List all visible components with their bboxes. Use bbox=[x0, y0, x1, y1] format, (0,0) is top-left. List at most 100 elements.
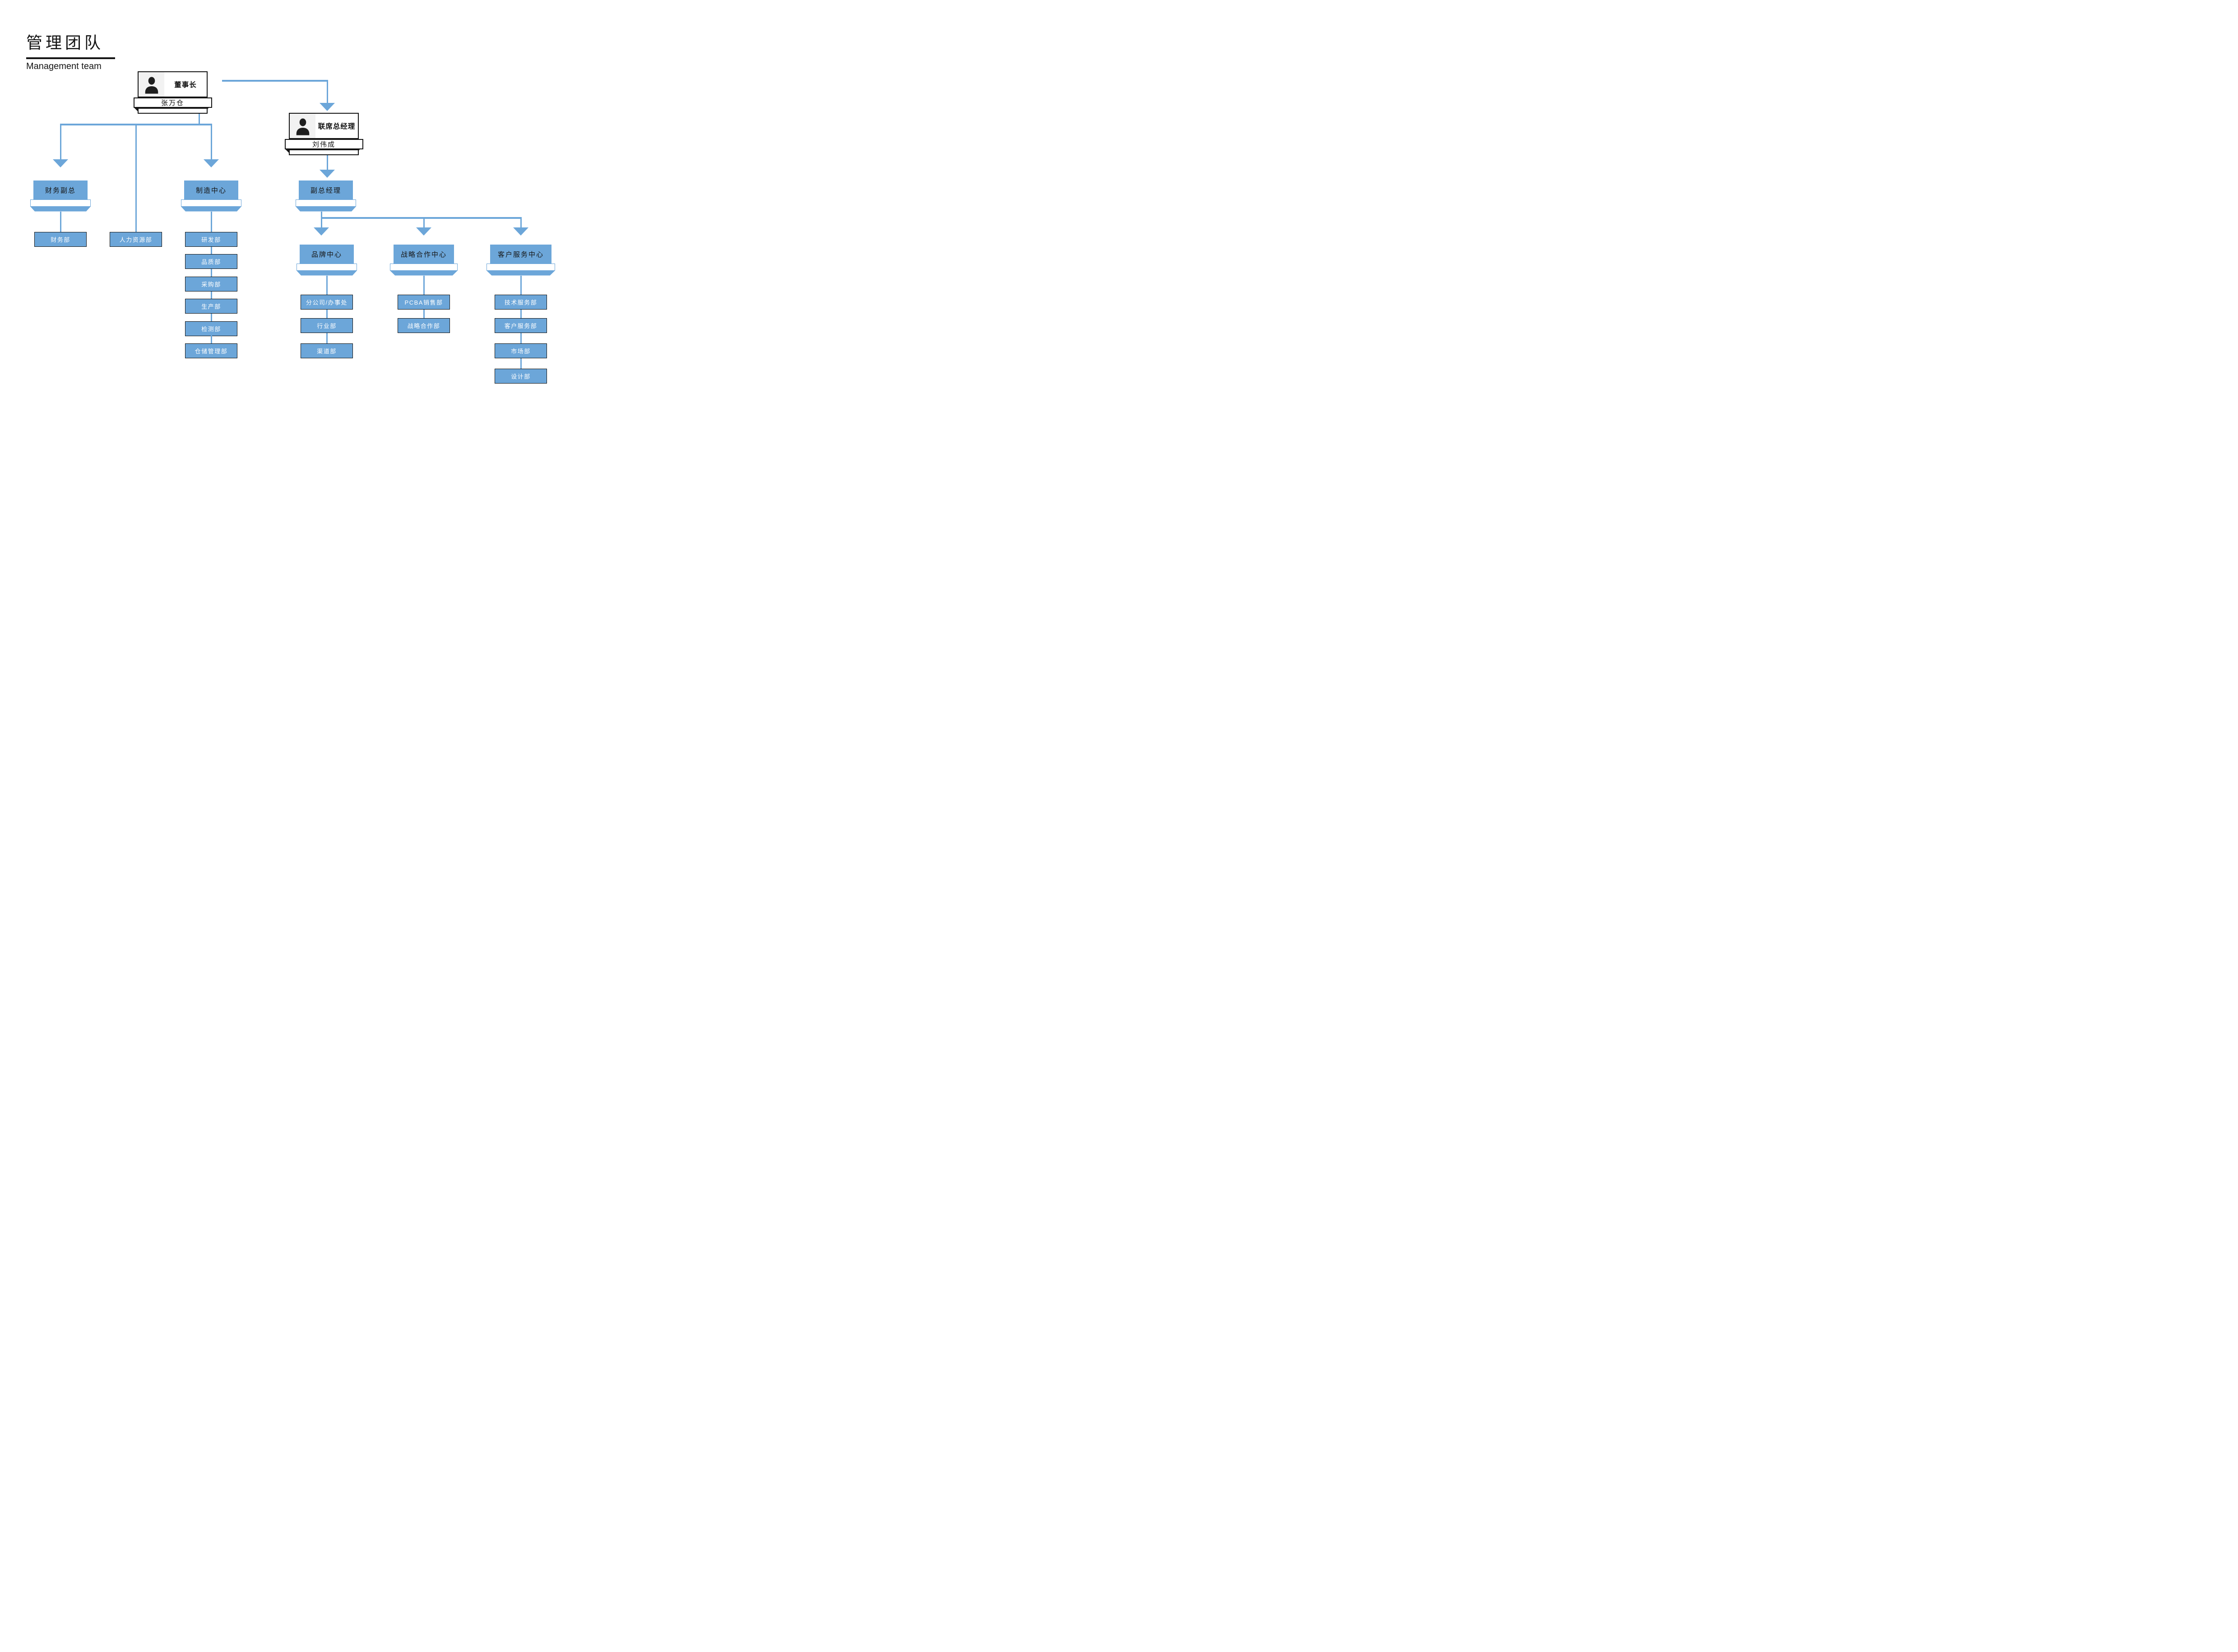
node-chairman-name-bar[interactable]: 张万仓 bbox=[133, 97, 212, 108]
dept-box-quality[interactable]: 品质部 bbox=[185, 254, 237, 269]
dept-label: 客户服务部 bbox=[504, 323, 537, 329]
connector-market-design bbox=[520, 358, 522, 369]
connector-finance-vp-to-finance-dept bbox=[60, 211, 61, 232]
connector-drop-finance-vp bbox=[60, 125, 61, 160]
dept-box-customer-service[interactable]: 客户服务部 bbox=[495, 318, 547, 333]
dept-label: 市场部 bbox=[511, 348, 531, 355]
dept-box-hr[interactable]: 人力资源部 bbox=[110, 232, 162, 247]
connector-chairman-down bbox=[198, 113, 200, 124]
dept-box-finance[interactable]: 财务部 bbox=[34, 232, 87, 247]
chairman-name: 张万仓 bbox=[161, 99, 184, 107]
connector-branch-industry bbox=[326, 310, 328, 318]
arrowhead-to-deputy-gm bbox=[320, 170, 335, 178]
brand-strip bbox=[297, 264, 357, 271]
connector-service-to-tech bbox=[520, 275, 522, 295]
person-icon bbox=[145, 77, 158, 94]
dept-label: PCBA销售部 bbox=[404, 299, 443, 306]
co-gm-photo bbox=[290, 114, 315, 138]
title-underline bbox=[26, 57, 115, 59]
dept-box-tech-service[interactable]: 技术服务部 bbox=[495, 295, 547, 310]
node-strategic-center[interactable]: 战略合作中心 bbox=[394, 245, 454, 264]
page-title: 管理团队 bbox=[26, 33, 104, 52]
node-manufacturing-center[interactable]: 制造中心 bbox=[184, 180, 238, 199]
finance-vp-pedestal bbox=[30, 206, 91, 212]
deputy-gm-label: 副总经理 bbox=[310, 186, 341, 194]
dept-box-inspection[interactable]: 检测部 bbox=[185, 321, 237, 336]
brand-center-label: 品牌中心 bbox=[311, 250, 342, 259]
dept-label: 设计部 bbox=[511, 373, 531, 380]
node-chairman-card[interactable]: 董事长 bbox=[138, 71, 208, 97]
connector-industry-channel bbox=[326, 333, 328, 343]
node-service-center[interactable]: 客户服务中心 bbox=[490, 245, 551, 264]
service-center-label: 客户服务中心 bbox=[497, 250, 544, 259]
dept-box-design[interactable]: 设计部 bbox=[495, 369, 547, 384]
arrowhead-to-brand-center bbox=[314, 227, 329, 236]
dept-label: 品质部 bbox=[201, 259, 221, 265]
co-gm-name: 刘伟成 bbox=[312, 140, 335, 148]
finance-vp-strip bbox=[30, 199, 91, 207]
dept-label: 研发部 bbox=[201, 236, 221, 243]
dept-label: 分公司/办事处 bbox=[306, 299, 348, 306]
connector-cogm-to-deputy bbox=[326, 155, 328, 170]
connector-purchasing-production bbox=[210, 292, 212, 299]
dept-label: 仓储管理部 bbox=[195, 348, 228, 355]
dept-label: 渠道部 bbox=[317, 348, 337, 355]
dept-box-strategic-coop[interactable]: 战略合作部 bbox=[398, 318, 450, 333]
dept-box-branch-office[interactable]: 分公司/办事处 bbox=[301, 295, 353, 310]
dept-box-rd[interactable]: 研发部 bbox=[185, 232, 237, 247]
node-co-gm-name-bar[interactable]: 刘伟成 bbox=[284, 139, 363, 149]
chairman-title: 董事长 bbox=[174, 81, 197, 89]
arrowhead-to-service-center bbox=[513, 227, 528, 236]
connector-strategic-to-pcba bbox=[423, 275, 425, 295]
dept-box-industry[interactable]: 行业部 bbox=[301, 318, 353, 333]
node-co-gm-card[interactable]: 联席总经理 bbox=[289, 113, 359, 139]
connector-deputy-down bbox=[320, 211, 322, 217]
arrowhead-to-manufacturing bbox=[204, 159, 219, 167]
node-brand-center[interactable]: 品牌中心 bbox=[300, 245, 354, 264]
brand-pedestal bbox=[297, 270, 357, 276]
service-pedestal bbox=[487, 270, 555, 276]
connector-deputy-branch-horizontal bbox=[320, 217, 522, 219]
org-chart-canvas: 管理团队 Management team 董事长 张万仓 联席总经理 刘伟成 财… bbox=[0, 0, 560, 413]
manufacturing-center-label: 制造中心 bbox=[195, 186, 227, 194]
manufacturing-pedestal bbox=[181, 206, 241, 212]
dept-label: 采购部 bbox=[201, 281, 221, 288]
dept-label: 技术服务部 bbox=[504, 299, 537, 306]
connector-manufacturing-to-rd bbox=[210, 211, 212, 232]
chairman-pedestal-bevel-left bbox=[134, 107, 139, 113]
dept-label: 检测部 bbox=[201, 326, 221, 333]
connector-drop-service bbox=[520, 218, 522, 228]
node-deputy-gm[interactable]: 副总经理 bbox=[299, 180, 353, 199]
arrowhead-to-co-gm bbox=[320, 103, 335, 111]
dept-box-purchasing[interactable]: 采购部 bbox=[185, 277, 237, 292]
connector-inspection-warehouse bbox=[210, 336, 212, 343]
dept-box-warehouse[interactable]: 仓储管理部 bbox=[185, 343, 237, 358]
connector-rd-quality bbox=[210, 247, 212, 254]
service-strip bbox=[487, 264, 555, 271]
dept-label: 生产部 bbox=[201, 303, 221, 310]
finance-vp-label: 财务副总 bbox=[45, 186, 76, 194]
dept-box-production[interactable]: 生产部 bbox=[185, 299, 237, 314]
co-gm-title: 联席总经理 bbox=[318, 123, 356, 130]
dept-label: 行业部 bbox=[317, 323, 337, 329]
dept-box-marketing[interactable]: 市场部 bbox=[495, 343, 547, 358]
dept-box-channel[interactable]: 渠道部 bbox=[301, 343, 353, 358]
manufacturing-strip bbox=[181, 199, 241, 207]
connector-left-branch-horizontal bbox=[60, 123, 212, 125]
dept-label: 战略合作部 bbox=[407, 323, 440, 329]
co-gm-pedestal-bevel-left bbox=[285, 149, 290, 154]
dept-box-pcba-sales[interactable]: PCBA销售部 bbox=[398, 295, 450, 310]
dept-label: 财务部 bbox=[51, 236, 70, 243]
connector-customer-market bbox=[520, 333, 522, 343]
strategic-pedestal bbox=[390, 270, 458, 276]
connector-chairman-cogm-vertical bbox=[326, 80, 328, 103]
connector-pcba-strategic-coop bbox=[423, 310, 425, 318]
strategic-strip bbox=[390, 264, 458, 271]
chairman-pedestal bbox=[138, 107, 208, 114]
dept-label: 人力资源部 bbox=[119, 236, 153, 243]
node-finance-vp[interactable]: 财务副总 bbox=[33, 180, 88, 199]
strategic-center-label: 战略合作中心 bbox=[400, 250, 447, 259]
deputy-gm-pedestal bbox=[296, 206, 356, 212]
chairman-photo bbox=[139, 72, 164, 97]
co-gm-pedestal bbox=[289, 149, 359, 155]
